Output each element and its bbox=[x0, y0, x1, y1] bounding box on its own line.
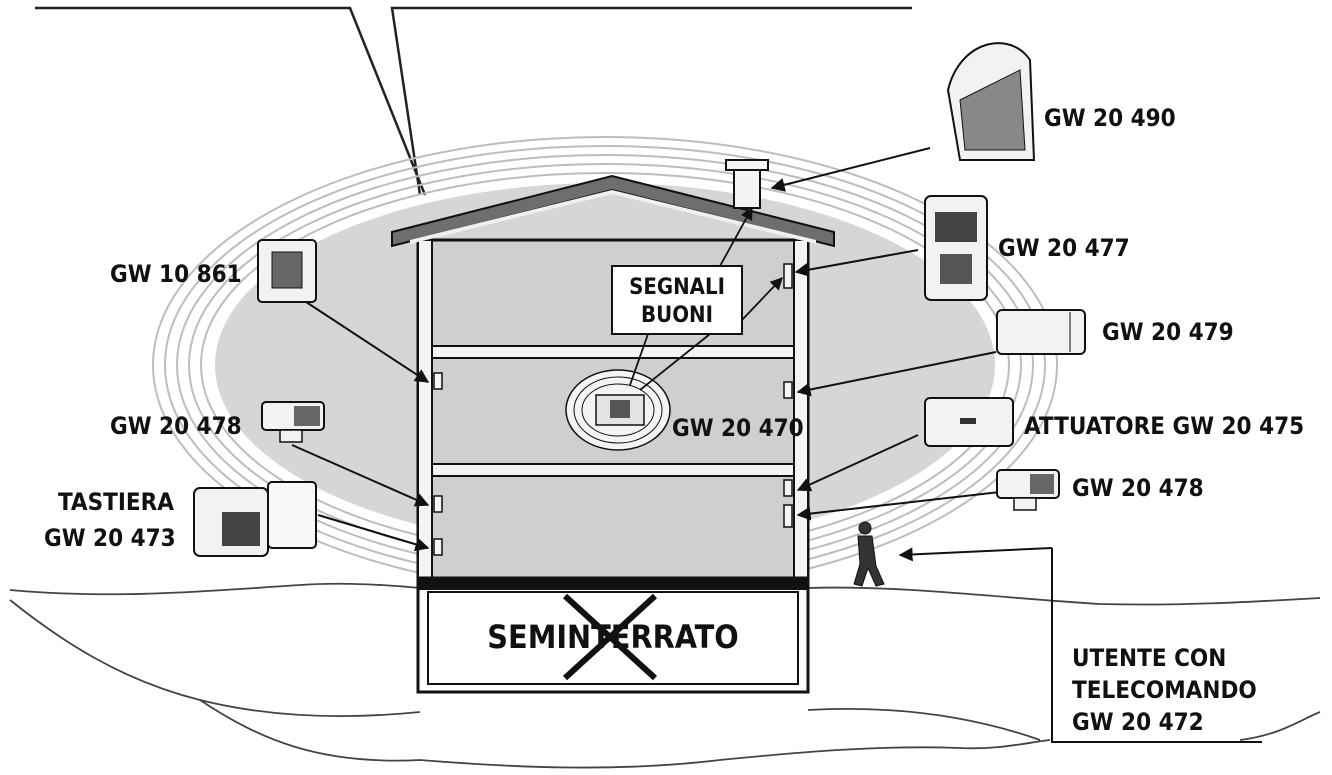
label-utente-1: UTENTE CON bbox=[1072, 644, 1226, 672]
label-gw10861: GW 10 861 bbox=[110, 260, 242, 288]
label-seminterrato: SEMINTERRATO bbox=[487, 618, 738, 656]
device-gw20478-right bbox=[996, 469, 1060, 511]
label-tastiera-1: TASTIERA bbox=[58, 488, 174, 516]
label-gw20477: GW 20 477 bbox=[998, 234, 1130, 262]
label-attuatore: ATTUATORE GW 20 475 bbox=[1024, 412, 1304, 440]
device-gw20477 bbox=[924, 195, 988, 301]
device-gw20490 bbox=[946, 42, 1036, 161]
label-gw20479: GW 20 479 bbox=[1102, 318, 1234, 346]
chimney bbox=[733, 167, 761, 209]
device-gw10861 bbox=[257, 239, 317, 303]
device-gw20475 bbox=[924, 397, 1014, 447]
segnali-label-2: BUONI bbox=[641, 303, 713, 328]
device-arrows bbox=[291, 147, 1262, 743]
device-gw20478-left bbox=[261, 401, 325, 443]
ground-bottom bbox=[199, 699, 1051, 769]
device-gw20479 bbox=[996, 309, 1086, 355]
device-gw20473 bbox=[193, 481, 317, 557]
label-gw20478-left: GW 20 478 bbox=[110, 412, 242, 440]
no-signal-cross bbox=[562, 593, 658, 681]
label-gw20490: GW 20 490 bbox=[1044, 104, 1176, 132]
label-utente-3: GW 20 472 bbox=[1072, 708, 1204, 736]
central-unit bbox=[565, 369, 671, 451]
signal-lines bbox=[629, 206, 783, 391]
label-utente-2: TELECOMANDO bbox=[1072, 676, 1257, 704]
user-with-remote bbox=[853, 521, 885, 587]
label-gw20478-right: GW 20 478 bbox=[1072, 474, 1204, 502]
label-gw20470: GW 20 470 bbox=[672, 414, 804, 442]
label-tastiera-2: GW 20 473 bbox=[44, 524, 176, 552]
segnali-box bbox=[611, 265, 743, 335]
segnali-label-1: SEGNALI bbox=[629, 275, 725, 300]
antenna-lines bbox=[35, 6, 912, 196]
